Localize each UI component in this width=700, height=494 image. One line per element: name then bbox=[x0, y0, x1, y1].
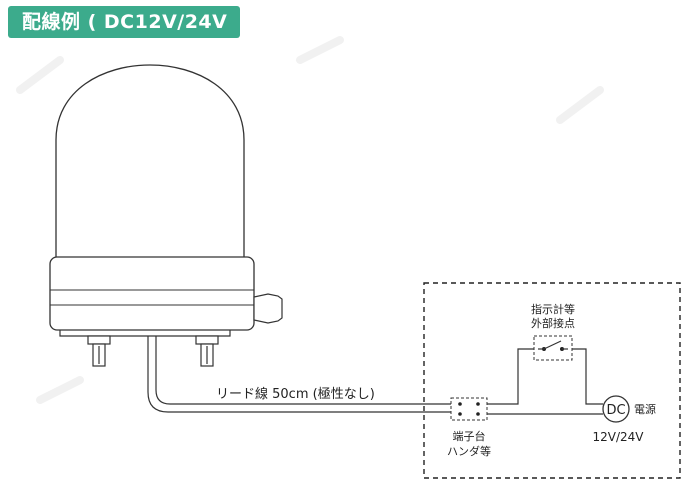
diagram-title: 配線例 ( DC12V/24V ) bbox=[8, 6, 240, 65]
mounting-bracket bbox=[59, 330, 231, 337]
terminal-block bbox=[450, 397, 488, 421]
mounting-bolt-left bbox=[87, 335, 111, 367]
mounting-bolt-right bbox=[195, 335, 219, 367]
dc-symbol: DC bbox=[606, 403, 625, 418]
lead-wire-label: リード線 50cm (極性なし) bbox=[216, 386, 375, 402]
switch-label-line1: 指示計等 bbox=[531, 302, 575, 316]
power-label: 電源 bbox=[634, 402, 656, 416]
external-wiring-box bbox=[423, 282, 681, 479]
voltage-label: 12V/24V bbox=[593, 430, 645, 444]
lead-wire bbox=[147, 336, 458, 413]
light-base bbox=[49, 256, 255, 331]
terminal-dots bbox=[458, 402, 480, 416]
cable-gland bbox=[253, 293, 283, 324]
background-watermark bbox=[16, 36, 604, 404]
terminal-label-line1: 端子台 bbox=[453, 429, 486, 443]
circuit-upper bbox=[487, 348, 538, 405]
switch-label-line2: 外部接点 bbox=[531, 316, 575, 330]
light-dome bbox=[55, 64, 245, 258]
switch-lever bbox=[543, 340, 562, 350]
contact-switch-box bbox=[533, 335, 573, 361]
terminal-label-line2: ハンダ等 bbox=[447, 444, 491, 458]
dc-power-source bbox=[602, 395, 630, 423]
